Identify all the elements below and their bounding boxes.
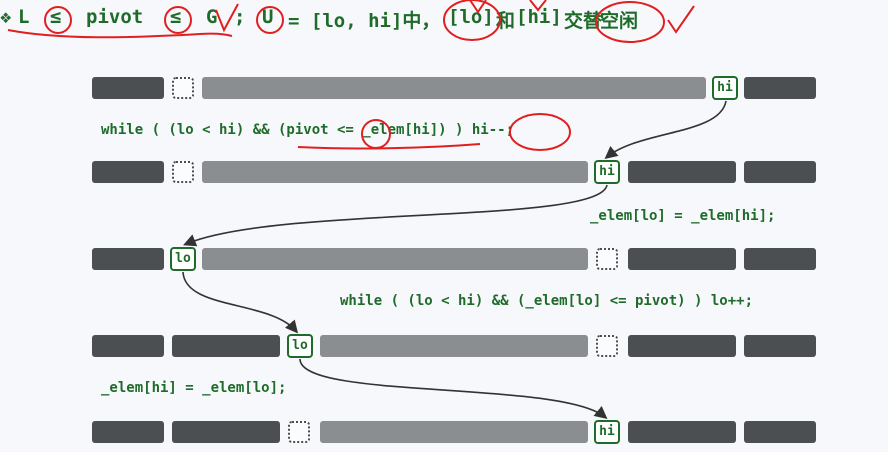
- header-hi-box: [hi]: [516, 6, 562, 28]
- segment-L: [172, 335, 280, 357]
- lo-pointer: lo: [287, 334, 313, 358]
- header-G: G: [206, 6, 218, 28]
- header-range: = [lo, hi]中，: [288, 10, 441, 32]
- header-L: L: [18, 6, 30, 28]
- header-semicolon: ;: [234, 6, 246, 28]
- hi-pointer: hi: [594, 420, 620, 444]
- segment-L: [172, 421, 280, 443]
- code-line-assign-lo: _elem[lo] = _elem[hi];: [590, 208, 776, 224]
- segment-G: [744, 77, 816, 99]
- header-leq-1: ≤: [50, 6, 62, 28]
- segment-U: [320, 421, 588, 443]
- header-pivot: pivot: [86, 6, 144, 28]
- header-formula: ❖ L ≤ pivot ≤ G ; U = [lo, hi]中， [lo] 和 …: [0, 0, 888, 44]
- segment-G: [628, 421, 736, 443]
- header-alternate: 交替: [564, 10, 603, 32]
- segment-G: [628, 161, 736, 183]
- segment-L: [92, 77, 164, 99]
- bullet-icon: ❖: [0, 6, 12, 28]
- segment-L: [92, 248, 164, 270]
- segment-U: [320, 335, 588, 357]
- segment-U: [202, 248, 588, 270]
- header-leq-2: ≤: [170, 6, 182, 28]
- arrow-hi-move: [604, 100, 727, 160]
- hi-pointer: hi: [594, 160, 620, 184]
- segment-U: [202, 161, 588, 183]
- segment-L: [92, 161, 164, 183]
- segment-G: [628, 248, 736, 270]
- segment-L: [92, 421, 164, 443]
- segment-G: [744, 421, 816, 443]
- code-line-lo-scan: while ( (lo < hi) && (_elem[lo] <= pivot…: [340, 293, 754, 309]
- empty-slot: [172, 77, 194, 99]
- arrow-hi-to-lo: [183, 184, 608, 247]
- code-line-assign-hi: _elem[hi] = _elem[lo];: [101, 380, 287, 396]
- empty-slot: [596, 248, 618, 270]
- segment-L: [92, 335, 164, 357]
- empty-slot: [172, 161, 194, 183]
- segment-G: [744, 161, 816, 183]
- header-lo-box: [lo]: [448, 6, 494, 28]
- code-line-hi-scan: while ( (lo < hi) && (pivot <= _elem[hi]…: [101, 122, 515, 138]
- header-empty: 空闲: [600, 10, 639, 32]
- segment-G: [744, 335, 816, 357]
- arrow-lo-move: [182, 271, 299, 334]
- empty-slot: [288, 421, 310, 443]
- arrow-lo-to-hi: [299, 358, 608, 420]
- segment-G: [744, 248, 816, 270]
- red-annotations: [7, 0, 695, 151]
- hi-pointer: hi: [712, 76, 738, 100]
- lo-pointer: lo: [170, 247, 196, 271]
- segment-G: [628, 335, 736, 357]
- header-U: U: [262, 6, 274, 28]
- empty-slot: [596, 335, 618, 357]
- segment-U: [202, 77, 706, 99]
- header-and: 和: [496, 10, 516, 32]
